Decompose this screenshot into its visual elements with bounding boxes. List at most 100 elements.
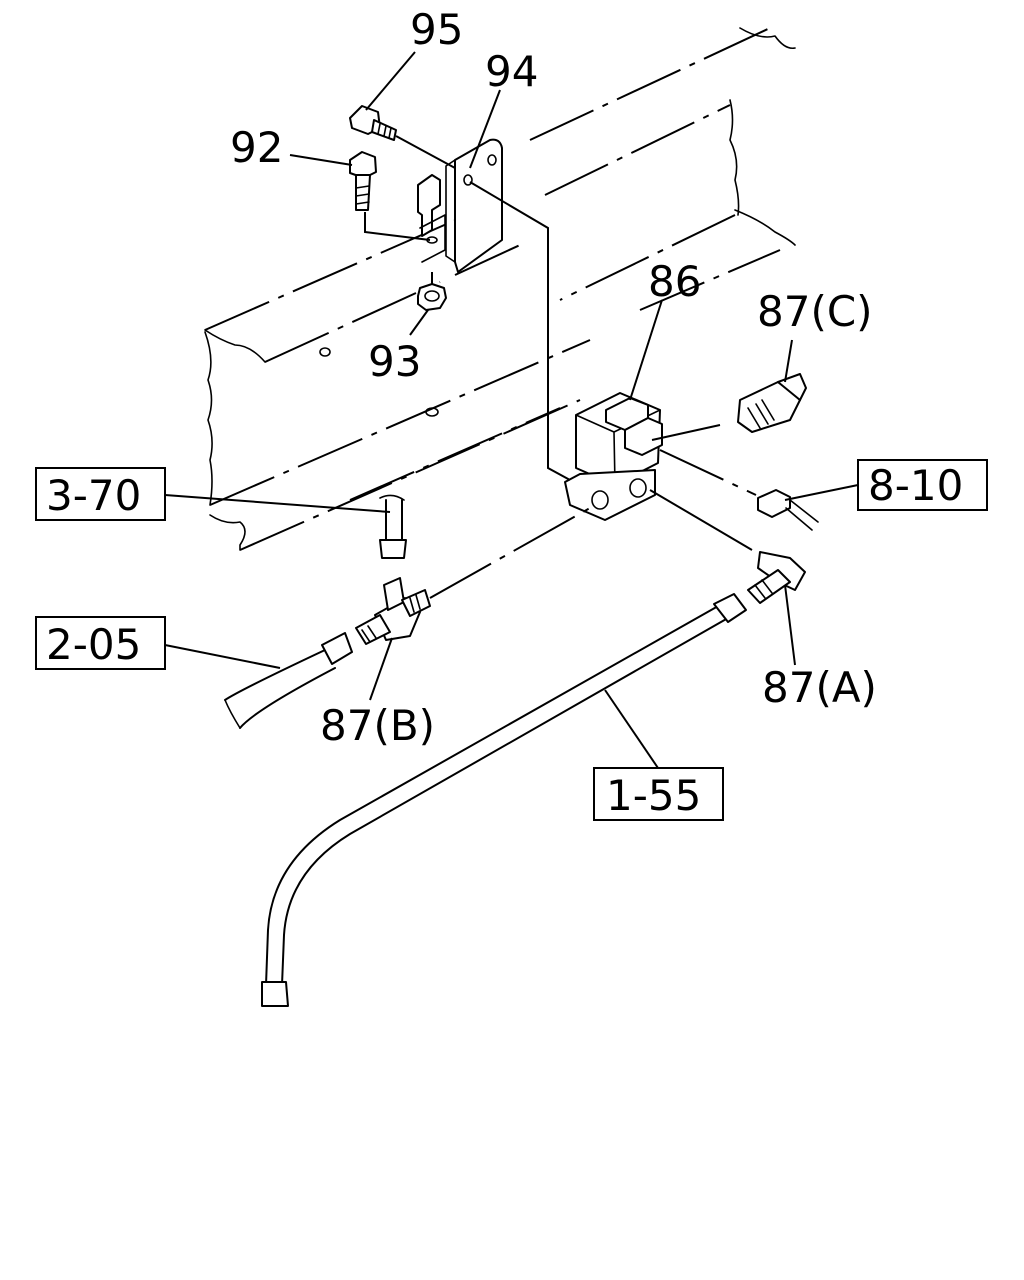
ref-box-2-05 [35,616,166,670]
leader-86 [629,299,663,401]
fitting-87b-line [429,507,591,599]
ref-box-3-70 [35,467,166,521]
bracket-hole-mid [463,174,473,186]
rail-left-break [204,331,213,506]
rail-hole-2 [425,407,439,417]
ref-box-1-55 [593,767,724,821]
connector-line [659,449,757,496]
leader-3-70 [164,494,391,513]
pipe-1-55-upper [265,604,721,986]
rail-front-top-2 [264,281,441,363]
fitting-87a [747,551,806,604]
valve-86-port-right [629,478,647,498]
rail-mid-edge [559,214,736,301]
bracket-edge [445,159,456,263]
fitting-87b-right [401,589,431,617]
bolt-92-head [349,151,377,179]
leader-1-55 [604,689,659,769]
label-87a: 87(A) [762,663,877,712]
nut-93 [417,283,447,311]
fitting-87a-ribs [754,579,773,599]
valve-86-connector [624,417,663,456]
connector-wires [785,499,819,531]
ref-box-8-10 [857,459,988,511]
label-93: 93 [368,337,421,386]
bolt-92-shank [355,174,371,211]
fitting-87a-line [649,489,753,551]
bolt-95-thread [377,123,392,139]
nut-93-body [417,283,447,311]
bolt-92-thread [355,185,370,205]
bolt-92-line [364,212,431,241]
label-87b: 87(B) [320,701,435,750]
valve-86-port-left [591,490,609,510]
pipe-1-55-nut-top [713,593,747,623]
bracket-foot [419,214,446,263]
pipe-1-55 [261,593,747,1007]
rail-top-break [739,27,796,50]
label-87c: 87(C) [757,287,873,336]
leader-87c [784,339,793,383]
rail-lower-edge [209,339,591,506]
nut-93-hole [424,290,440,302]
rail-front-corner [204,329,266,363]
rail-front-top [204,204,491,331]
fitting-87c-line [651,424,721,441]
connector-8-10 [757,489,819,531]
fitting-87a-nipple [747,569,791,604]
label-86: 86 [648,257,701,306]
bracket-tab [417,174,441,237]
hose-3-70-break [379,494,405,501]
valve-86-base [564,469,656,521]
valve-86 [564,392,663,521]
hose-2-05-upper [224,649,326,701]
rail-mid-edge-2 [639,249,781,311]
leader-93 [409,309,429,336]
leader-92 [289,154,353,166]
fitting-87c [737,373,807,433]
fitting-87b-ribs [361,594,421,643]
bracket-hole-top [487,154,497,166]
leader-87a [784,584,796,666]
hose-2-05 [224,632,353,729]
pipe-1-55-lower [281,617,729,986]
hose-2-05-lower [239,667,336,729]
rail-front-top-3 [454,244,521,276]
label-94: 94 [485,47,538,96]
ref-label-1-55: 1-55 [606,771,701,820]
bolt-92 [349,151,377,211]
ref-label-2-05: 2-05 [46,620,141,669]
bolt-95-shank [371,119,397,141]
rail-hole-1 [319,347,331,357]
hose-3-70 [379,494,407,559]
fitting-87b [355,577,431,645]
fitting-87b-left [355,614,391,645]
hose-2-05-nut [321,632,353,665]
rail-top-edge-2 [544,104,731,196]
ref-label-8-10: 8-10 [868,461,963,510]
bolt-95 [349,105,397,141]
bolt-95-line [395,135,456,169]
connector-body [757,489,791,518]
hose-2-05-break [224,699,241,729]
hose-3-70-tube [385,499,403,541]
leader-95 [365,51,416,111]
label-95: 95 [410,5,463,54]
fitting-87a-body [757,551,806,591]
rail-lower-break [209,514,246,551]
ref-label-3-70: 3-70 [46,471,141,520]
label-92: 92 [230,123,283,172]
rail-right-break [729,99,740,216]
leader-94 [469,89,501,169]
rail-lower-edge-2 [239,399,581,551]
frame-rail [204,27,796,551]
rail-lower-edge-3 [349,407,561,501]
bracket-plate [454,138,503,273]
leader-8-10 [784,484,859,501]
pipe-1-55-nut-bottom [261,981,289,1007]
bracket-94 [417,138,503,273]
leader-2-05 [164,644,281,669]
bracket-valve-line [469,181,571,481]
